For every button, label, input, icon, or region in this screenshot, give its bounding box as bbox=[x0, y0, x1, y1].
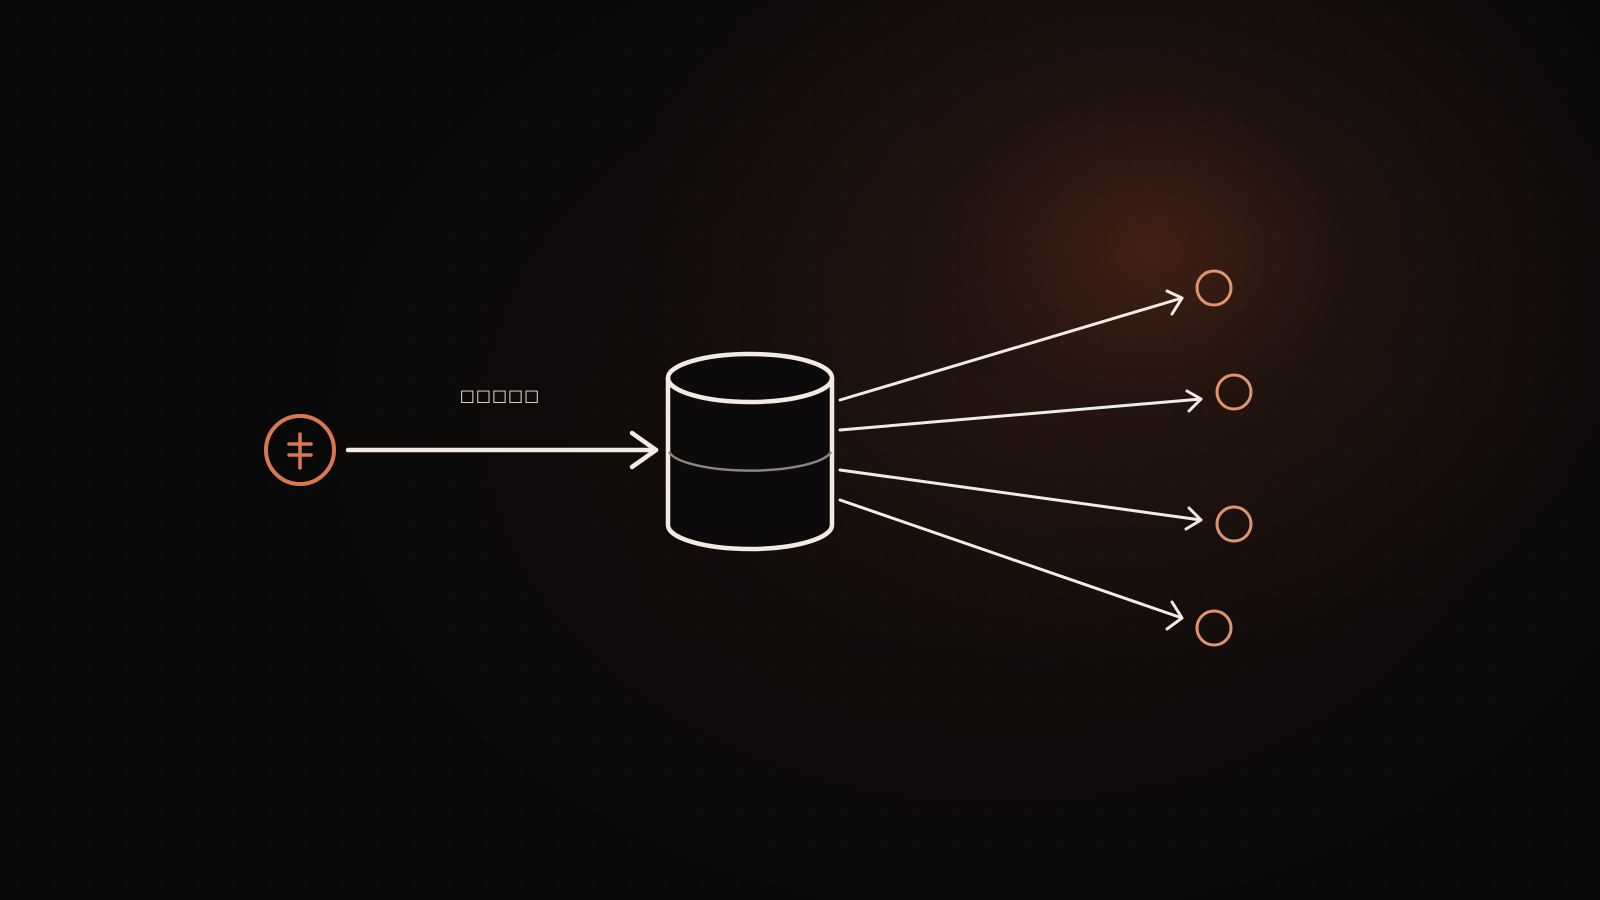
database-level-line bbox=[667, 451, 833, 472]
source-node bbox=[264, 414, 336, 486]
target-node-3 bbox=[1215, 505, 1253, 543]
target-node-4 bbox=[1195, 609, 1233, 647]
database-top bbox=[665, 351, 835, 405]
edge-label: □□□□□ bbox=[459, 386, 541, 405]
dagger-icon bbox=[287, 432, 313, 470]
target-node-2 bbox=[1215, 373, 1253, 411]
fan-out-arrow-3 bbox=[838, 468, 1203, 531]
fan-out-arrow-2 bbox=[838, 389, 1203, 432]
source-node-ring bbox=[264, 414, 336, 486]
source-to-store-arrow bbox=[345, 430, 659, 470]
fan-out-arrow-1 bbox=[838, 289, 1184, 402]
target-node-1 bbox=[1195, 269, 1233, 307]
fan-out-arrow-4 bbox=[838, 498, 1184, 631]
database-cylinder-icon bbox=[665, 351, 835, 552]
